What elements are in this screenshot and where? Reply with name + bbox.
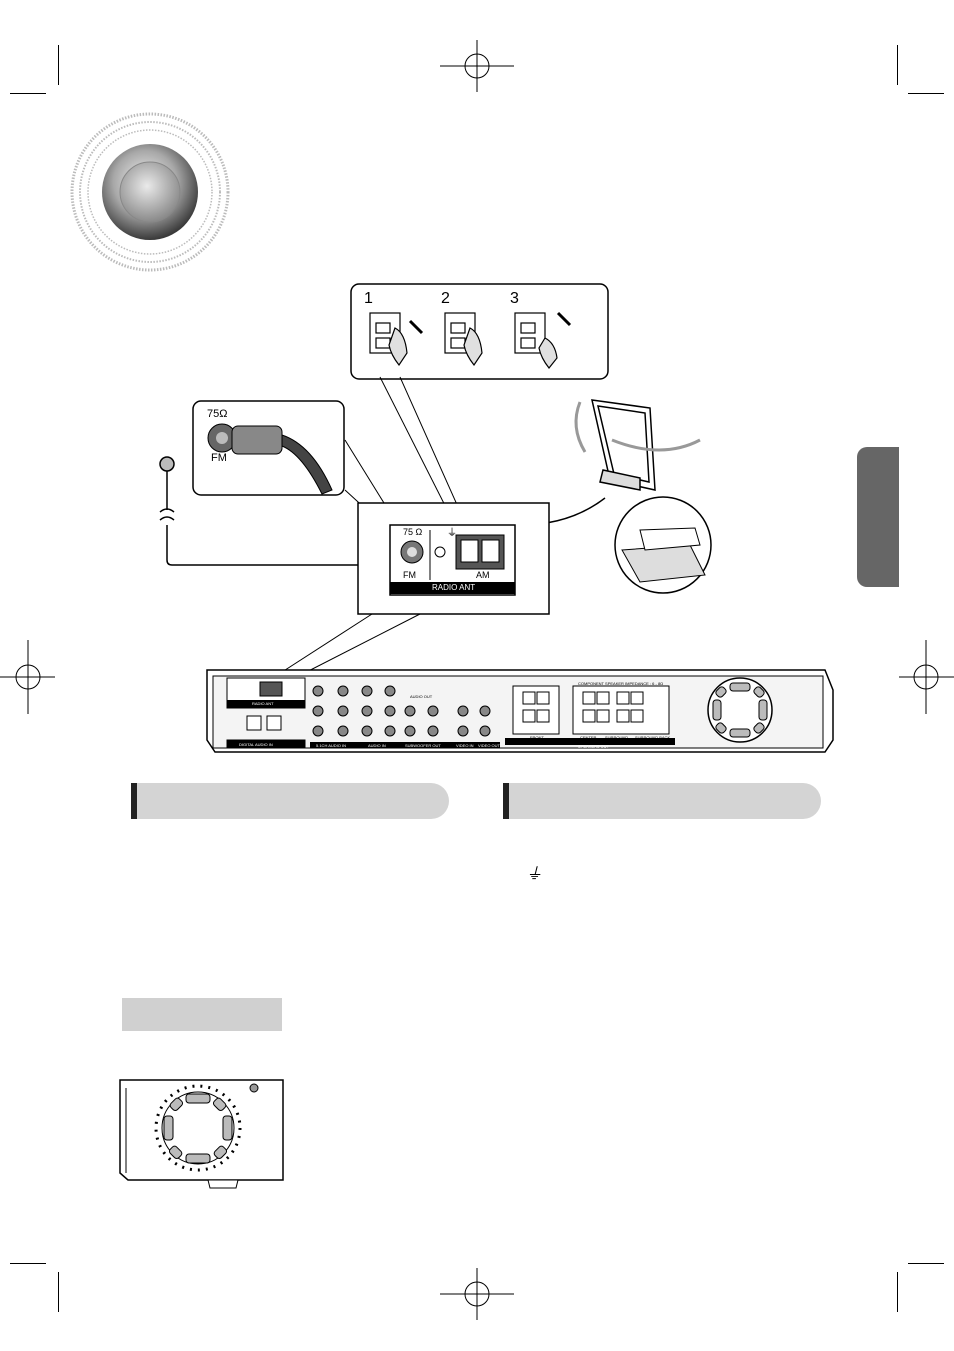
panel-ground-icon: ⏚ [447,528,457,539]
fm-callout-label: FM [211,452,227,464]
section-header-right-accent [503,783,509,819]
rear-video-in-label: VIDEO IN [456,743,474,748]
rear-video-out-label: VIDEO OUT [478,743,501,748]
section-header-right [503,783,821,819]
side-tab [857,447,899,587]
ground-icon: ⏚ [526,866,543,883]
fm-connector-callout [192,400,345,496]
fm-impedance-label: 75Ω [207,408,228,420]
rear-center-label: CENTER [580,735,597,740]
step-3-label: 3 [510,290,519,307]
panel-impedance-label: 75 Ω [403,527,423,537]
rear-5-1ch-audio-in-label: 5.1CH AUDIO IN [316,743,347,748]
rear-subwoofer-out-label: SUBWOOFER OUT [405,743,441,748]
rear-surround-back-label: SURROUND BACK [635,735,671,740]
receiver-rear-panel [206,669,834,753]
speaker-logo-icon [70,112,230,272]
rear-surround-label: SURROUND [605,735,629,740]
section-header-left-accent [131,783,137,819]
terminal-steps-callout [350,283,609,380]
panel-fm-label: FM [403,570,416,580]
rear-audio-out-label: AUDIO OUT [410,694,433,699]
panel-section-label: RADIO ANT [432,583,476,592]
step-2-label: 2 [441,290,450,307]
note-box [122,998,282,1031]
rear-radio-ant-label: RADIO ANT [252,701,274,706]
rear-digital-audio-in-label: DIGITAL AUDIO IN [239,742,273,747]
rear-component-label: COMPONENT SPEAKER IMPEDANCE : 6 - 8Ω [578,681,664,686]
section-header-left [131,783,449,819]
rear-front-label: FRONT [530,735,544,740]
cooling-fan-detail [119,1079,284,1189]
rear-audio-in-label: AUDIO IN [368,743,386,748]
step-1-label: 1 [364,290,373,307]
antenna-connection-diagram [159,376,712,684]
panel-am-label: AM [476,570,490,580]
rear-speakers-out-label: SPEAKERS OUT [578,744,610,749]
